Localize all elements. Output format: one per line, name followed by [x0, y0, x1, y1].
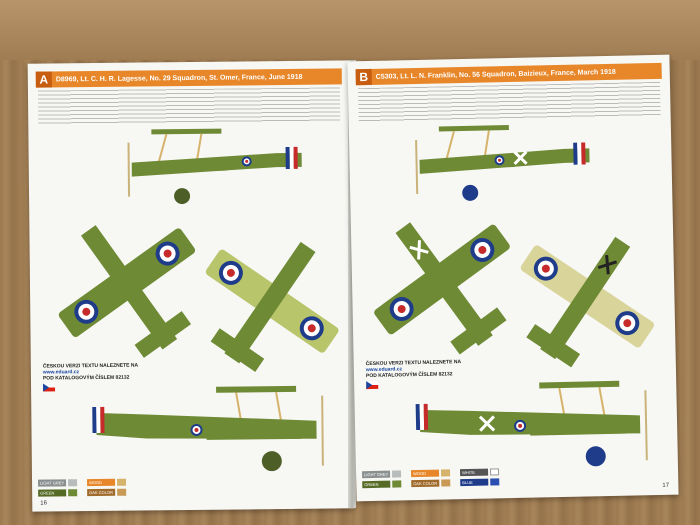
legend-oak-color-right: OAK COLOR	[411, 479, 440, 488]
czech-note-line-3-right: POD KATALOGOVÝM ČÍSLEM 82132	[365, 371, 453, 380]
legend-green-chip	[68, 489, 78, 497]
plane-b-side-view-bottom	[415, 380, 648, 467]
legend-light-grey-right: LIGHT GREY	[362, 470, 391, 479]
legend-blue: BLUE	[460, 478, 489, 487]
legend-light-grey-chip-right	[392, 470, 402, 478]
czech-flag-icon-right	[366, 380, 379, 390]
legend-green: GREEN	[38, 489, 67, 497]
legend-wood-chip	[117, 478, 127, 486]
profile-a-description	[37, 87, 341, 125]
czech-flag-icon	[43, 383, 56, 392]
profile-b-title: C5303, Lt. L. N. Franklin, No. 56 Squadr…	[375, 68, 616, 81]
legend-light-grey-chip	[68, 479, 78, 487]
right-page: B C5303, Lt. L. N. Franklin, No. 56 Squa…	[347, 54, 679, 502]
legend-wood-chip-right	[440, 469, 451, 477]
profile-a-header: A D8969, Lt. C. H. R. Lagesse, No. 29 Sq…	[35, 68, 342, 88]
plane-b-side-view-top	[415, 125, 590, 201]
page-number-right: 17	[662, 482, 670, 489]
plane-a-side-view-bottom	[92, 385, 324, 472]
legend-white: WHITE	[459, 468, 489, 477]
plane-a-side-view-top	[127, 128, 302, 205]
profile-letter-b: B	[355, 68, 372, 86]
profile-a-title: D8969, Lt. C. H. R. Lagesse, No. 29 Squa…	[55, 73, 303, 83]
legend-white-chip	[489, 468, 500, 476]
legend-oak-color-chip-right	[441, 479, 451, 487]
legend-blue-chip	[490, 478, 500, 486]
plane-a-bottom-view	[205, 241, 339, 372]
page-number-left: 16	[40, 500, 47, 507]
legend-wood-right: WOOD	[411, 469, 440, 478]
legend-green-chip-right	[392, 480, 402, 488]
plane-a-top-view	[58, 225, 196, 358]
legend-light-grey: LIGHT GREY	[38, 479, 67, 487]
legend-wood: WOOD	[87, 478, 116, 487]
table-background	[0, 0, 700, 60]
legend-green-right: GREEN	[362, 480, 391, 489]
profile-b-description	[357, 81, 661, 123]
plane-b-bottom-view	[520, 236, 655, 368]
legend-oak-color: OAK COLOR	[87, 488, 116, 497]
legend-oak-color-chip	[117, 488, 127, 496]
profile-letter-a: A	[35, 71, 52, 88]
left-page: A D8969, Lt. C. H. R. Lagesse, No. 29 Sq…	[27, 60, 355, 512]
czech-note-line-3: POD KATALOGOVÝM ČÍSLEM 82132	[42, 374, 130, 382]
plane-b-top-view	[374, 222, 510, 355]
